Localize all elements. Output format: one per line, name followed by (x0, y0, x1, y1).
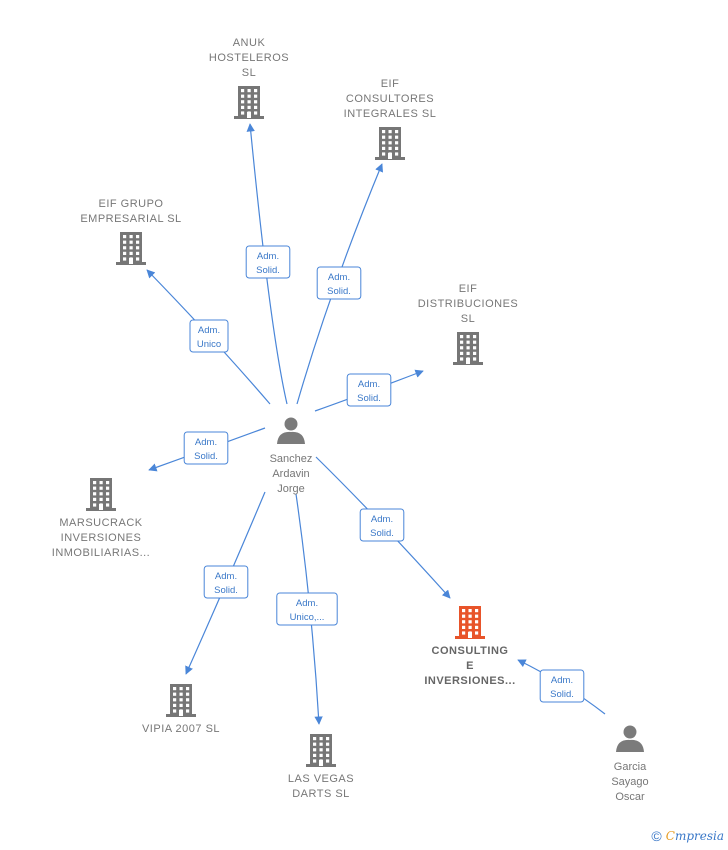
building-icon (166, 684, 196, 717)
person-icon (616, 725, 644, 752)
edge-label-line: Unico,... (290, 612, 325, 623)
node-label-line: Ardavin (272, 468, 309, 480)
nodes-layer: ANUK HOSTELEROS SL EIF CONSULTORES INTEGRALES… (52, 37, 649, 803)
edge-label-line: Solid. (357, 393, 381, 404)
node-marsucrack[interactable]: MARSUCRACK INVERSIONES INMOBILIARIAS... (52, 478, 150, 559)
edge-sanchez-las_vegas: Adm. Unico,... (276, 493, 338, 725)
edge-label-line: Solid. (214, 585, 238, 596)
node-label-line: INMOBILIARIAS... (52, 547, 150, 559)
edge-label-line: Solid. (370, 528, 394, 539)
edge-sanchez-anuk: Adm. Solid. (245, 123, 291, 405)
building-icon (375, 127, 405, 160)
edge-sanchez-vipia: Adm. Solid. (185, 491, 266, 675)
edge-label-box[interactable] (359, 508, 405, 542)
node-label-line: CONSULTORES (346, 93, 434, 105)
edge-label-box[interactable] (539, 669, 585, 703)
edge-label-line: Adm. (358, 379, 380, 390)
node-vipia[interactable]: VIPIA 2007 SL (142, 684, 220, 735)
person-icon (277, 417, 305, 444)
edge-label-box[interactable] (183, 431, 229, 465)
node-eif_distribuciones[interactable]: EIF DISTRIBUCIONES SL (418, 283, 519, 365)
edge-label-line: Adm. (195, 437, 217, 448)
edge-sanchez-eif_distribuciones: Adm. Solid. (314, 369, 424, 412)
node-eif_grupo[interactable]: EIF GRUPO EMPRESARIAL SL (80, 198, 181, 265)
node-label-line: Jorge (277, 483, 305, 495)
building-icon (86, 478, 116, 511)
edge-label-line: Adm. (257, 251, 279, 262)
edge-label-box[interactable] (203, 565, 249, 599)
node-label-line: Sayago (611, 776, 648, 788)
edge-label-line: Adm. (198, 325, 220, 336)
edge-garcia-consulting: Adm. Solid. (517, 659, 606, 715)
node-label-line: DISTRIBUCIONES (418, 298, 519, 310)
building-icon (453, 332, 483, 365)
node-label-line: SL (461, 313, 475, 325)
node-label-line: Garcia (614, 761, 647, 773)
edge-sanchez-eif_grupo: Adm. Unico (146, 269, 271, 405)
node-consulting[interactable]: CONSULTING E INVERSIONES... (424, 606, 515, 687)
node-label-line: DARTS SL (292, 788, 350, 800)
building-icon (234, 86, 264, 119)
edge-label-box[interactable] (276, 592, 338, 626)
node-label-line: EIF (381, 78, 400, 90)
node-label-line: Sanchez (270, 453, 313, 465)
edge-label-line: Adm. (371, 514, 393, 525)
node-label-line: MARSUCRACK (59, 517, 142, 529)
edge-label-line: Unico (197, 339, 221, 350)
copyright-icon: © (651, 828, 662, 844)
edge-label-line: Solid. (550, 689, 574, 700)
edges-layer: Adm.Solid.Adm.Solid.Adm.UnicoAdm.Solid.A… (146, 123, 606, 725)
edge-label-line: Adm. (328, 272, 350, 283)
building-icon (306, 734, 336, 767)
brand-initial: C (665, 829, 675, 843)
node-label-line: SL (242, 67, 256, 79)
edge-label-line: Solid. (327, 286, 351, 297)
node-las_vegas[interactable]: LAS VEGAS DARTS SL (288, 734, 354, 800)
edge-label-line: Solid. (256, 265, 280, 276)
node-label-line: LAS VEGAS (288, 773, 354, 785)
brand-rest: mpresia (674, 829, 724, 843)
brand-logo[interactable]: Cmpresia (666, 829, 724, 843)
edge-label-line: Adm. (215, 571, 237, 582)
edge-line (246, 123, 288, 405)
node-label-line: E (466, 660, 474, 672)
edge-label-box[interactable] (316, 266, 362, 300)
edge-label-box[interactable] (189, 319, 229, 353)
footer-brand: © Cmpresia (651, 828, 724, 844)
node-label-line: ANUK (233, 37, 266, 49)
node-label-line: CONSULTING (432, 645, 509, 657)
node-label-line: HOSTELEROS (209, 52, 289, 64)
node-label-line: EIF GRUPO (98, 198, 163, 210)
node-label-line: INVERSIONES... (424, 675, 515, 687)
node-label-line: INVERSIONES (61, 532, 142, 544)
edge-label-line: Adm. (551, 675, 573, 686)
node-label-line: Oscar (615, 791, 645, 803)
node-label-line: EMPRESARIAL SL (80, 213, 181, 225)
edge-label-line: Solid. (194, 451, 218, 462)
edge-label-box[interactable] (245, 245, 291, 279)
building-icon (116, 232, 146, 265)
building-icon-highlight (455, 606, 485, 639)
edge-label-box[interactable] (346, 373, 392, 407)
edge-sanchez-marsucrack: Adm. Solid. (148, 427, 266, 472)
node-label-line: INTEGRALES SL (344, 108, 437, 120)
node-eif_consultores[interactable]: EIF CONSULTORES INTEGRALES SL (344, 78, 437, 160)
node-anuk[interactable]: ANUK HOSTELEROS SL (209, 37, 289, 119)
node-label-line: EIF (459, 283, 478, 295)
edge-sanchez-consulting: Adm. Solid. (315, 456, 451, 599)
node-label-line: VIPIA 2007 SL (142, 723, 220, 735)
edge-sanchez-eif_consultores: Adm. Solid. (296, 163, 383, 405)
edge-label-line: Adm. (296, 598, 318, 609)
